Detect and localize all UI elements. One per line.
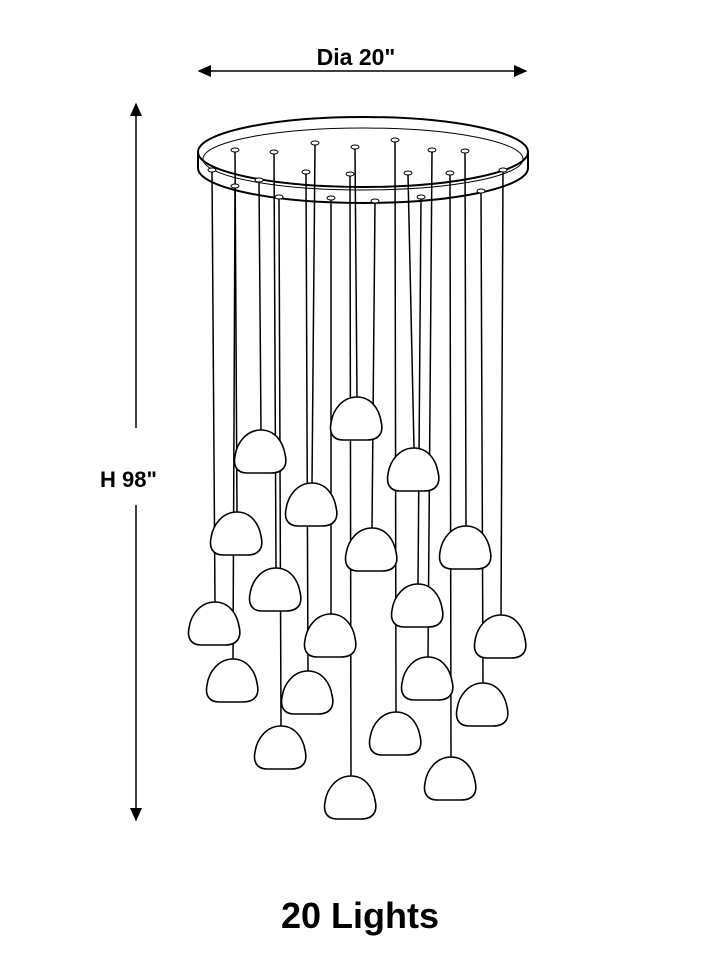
pendant-wire (311, 144, 316, 484)
canopy-hole (427, 147, 437, 153)
pendant-light-4 (284, 482, 338, 527)
pendant-light-17 (253, 725, 307, 770)
pendant-wire (449, 174, 452, 758)
canopy-hole (310, 140, 320, 146)
pendant-wire (349, 175, 352, 777)
title: 20 Lights (280, 895, 440, 936)
canopy-hole (390, 137, 400, 143)
canopy-hole (416, 194, 426, 200)
canopy-hole (403, 170, 413, 176)
canopy (197, 116, 529, 204)
canopy-hole (345, 171, 355, 177)
pendants (187, 396, 527, 820)
pendant-light-6 (344, 527, 398, 572)
pendant-wire (464, 152, 467, 527)
pendant-light-15 (400, 656, 454, 701)
pendant-light-11 (303, 613, 357, 658)
pendant-light-19 (323, 775, 377, 820)
canopy-hole (326, 195, 336, 201)
canopy-hole (476, 188, 486, 194)
pendant-wire (407, 174, 415, 449)
canopy-hole (445, 170, 455, 176)
pendant-wire (354, 148, 358, 398)
pendant-light-16 (455, 682, 509, 727)
pendant-wire (273, 153, 277, 569)
pendant-light-5 (209, 511, 263, 556)
pendant-light-3 (386, 447, 440, 492)
canopy-hole (350, 144, 360, 150)
canopy-hole (230, 183, 240, 189)
pendant-wire (417, 198, 422, 585)
canopy-hole (460, 148, 470, 154)
pendant-light-20 (423, 756, 477, 801)
pendant-light-14 (280, 670, 334, 715)
height-label: H 98" (100, 467, 157, 492)
pendant-light-8 (248, 567, 302, 612)
pendant-wire (305, 173, 309, 672)
pendant-wire (394, 141, 397, 713)
pendant-wire (258, 181, 262, 431)
pendant-light-2 (233, 429, 287, 474)
pendant-light-12 (473, 614, 527, 659)
pendant-light-10 (187, 601, 241, 646)
canopy-hole (230, 147, 240, 153)
pendant-light-18 (368, 711, 422, 756)
pendant-wire (500, 171, 504, 616)
pendant-wire (232, 187, 236, 660)
canopy-hole (301, 169, 311, 175)
pendant-wire (427, 151, 433, 658)
diameter-label: Dia 20" (316, 44, 396, 70)
canopy-hole (498, 167, 508, 173)
pendant-light-9 (390, 583, 444, 628)
pendant-wire (371, 202, 376, 529)
canopy-hole (370, 198, 380, 204)
canopy-hole (269, 149, 279, 155)
pendant-light-7 (438, 525, 492, 570)
pendant-light-1 (329, 396, 383, 441)
wires (207, 137, 508, 777)
canopy-hole (207, 167, 217, 173)
canopy-hole (254, 177, 264, 183)
canopy-hole (274, 194, 284, 200)
pendant-light-13 (205, 658, 259, 703)
pendant-wire (480, 192, 484, 684)
